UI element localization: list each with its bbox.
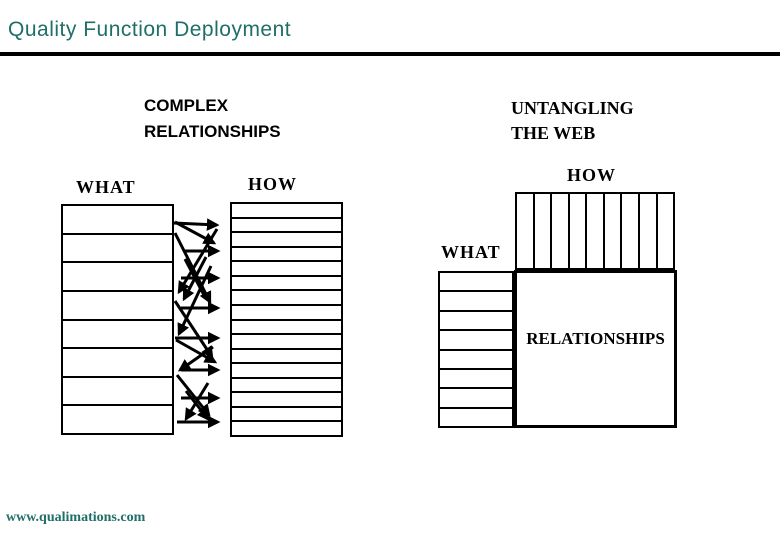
what-row: [63, 289, 172, 319]
how-row: [232, 376, 341, 392]
how-column: [637, 194, 656, 268]
how-row: [232, 231, 341, 246]
what-row: [63, 404, 172, 433]
left-how-table: [230, 202, 343, 437]
complex-relationships-heading: COMPLEX RELATIONSHIPS: [144, 96, 281, 141]
left-what-table: [61, 204, 174, 435]
how-row: [232, 420, 341, 435]
how-row: [232, 216, 341, 232]
how-row: [232, 391, 341, 406]
how-row: [232, 245, 341, 261]
how-column: [532, 194, 551, 268]
what-row: [440, 290, 512, 309]
how-row: [232, 405, 341, 421]
what-row: [63, 261, 172, 290]
what-row: [440, 367, 512, 387]
right-what-label: WHAT: [441, 242, 501, 262]
how-column: [655, 194, 674, 268]
what-row: [63, 232, 172, 262]
what-row: [63, 206, 172, 233]
how-column: [567, 194, 586, 268]
right-what-table: [438, 271, 514, 428]
untangling-heading: UNTANGLING THE WEB: [511, 98, 634, 143]
what-row: [440, 309, 512, 329]
how-row: [232, 318, 341, 334]
what-row: [440, 406, 512, 426]
what-row: [440, 348, 512, 368]
relationships-label: RELATIONSHIPS: [526, 329, 665, 348]
what-row: [63, 318, 172, 348]
what-row: [440, 387, 512, 406]
how-column: [585, 194, 603, 268]
footer-website-link[interactable]: www.qualimations.com: [6, 510, 146, 525]
right-how-label: HOW: [567, 165, 617, 185]
how-column: [517, 194, 533, 268]
how-column: [620, 194, 638, 268]
how-row: [232, 289, 341, 304]
left-how-label: HOW: [248, 174, 298, 194]
relationships-matrix: RELATIONSHIPS: [514, 270, 677, 428]
how-row: [232, 204, 341, 217]
how-column: [602, 194, 621, 268]
how-row: [232, 362, 341, 377]
how-column: [550, 194, 568, 268]
how-columns-table: [515, 192, 675, 270]
page-title: Quality Function Deployment: [8, 18, 292, 41]
what-row: [63, 375, 172, 405]
how-row: [232, 260, 341, 275]
how-row: [232, 303, 341, 319]
title-divider: [0, 52, 780, 56]
how-row: [232, 347, 341, 363]
left-what-label: WHAT: [76, 177, 136, 197]
what-row: [440, 273, 512, 290]
how-row: [232, 333, 341, 348]
what-row: [63, 347, 172, 376]
what-row: [440, 329, 512, 348]
how-row: [232, 274, 341, 290]
